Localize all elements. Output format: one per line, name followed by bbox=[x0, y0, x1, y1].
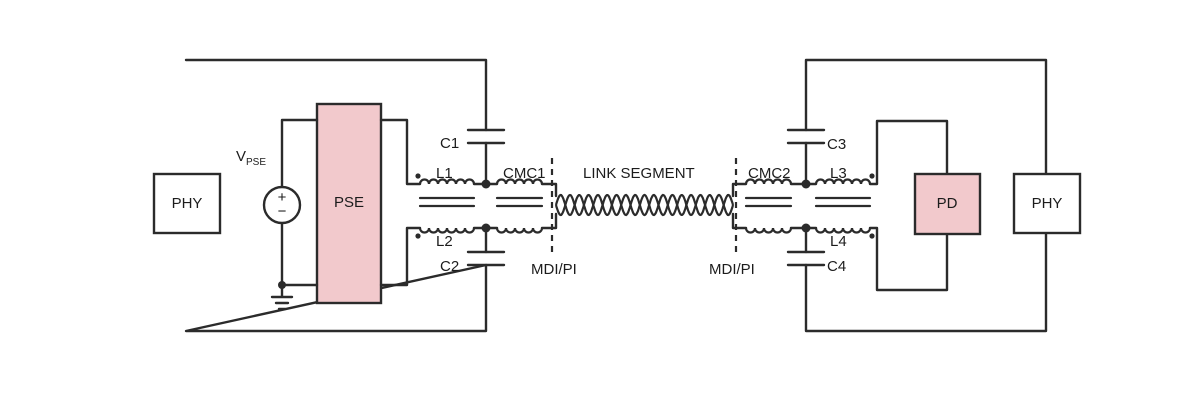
source-plus-sign: + bbox=[278, 189, 287, 206]
l2-coil-icon bbox=[418, 227, 476, 234]
l1-coil-icon bbox=[418, 178, 476, 185]
c1-capacitor-icon bbox=[466, 128, 506, 145]
c3-label: C3 bbox=[827, 136, 846, 153]
pd-label: PD bbox=[937, 195, 958, 212]
c4-label: C4 bbox=[827, 258, 846, 275]
c3-capacitor-icon bbox=[786, 128, 826, 145]
mdi-pi-right-label: MDI/PI bbox=[709, 261, 755, 278]
l2-dot bbox=[415, 233, 421, 239]
l3-label: L3 bbox=[830, 165, 847, 182]
l3-dot bbox=[869, 173, 875, 179]
cmc1-wires-out bbox=[540, 182, 558, 230]
source-minus-sign: − bbox=[278, 203, 287, 220]
cmc2-core-lines bbox=[744, 196, 793, 208]
vpse-label: VPSE bbox=[236, 148, 266, 168]
l-to-node-wires bbox=[472, 182, 488, 230]
left-enclosure-outline bbox=[184, 58, 488, 333]
l1-dot bbox=[415, 173, 421, 179]
pse-top-output-wire bbox=[379, 118, 422, 186]
phy-right-box bbox=[1012, 172, 1082, 235]
phy-left-box bbox=[152, 172, 222, 235]
ground-icon bbox=[270, 283, 294, 311]
l3-coil-icon bbox=[814, 178, 872, 185]
l4-coil-icon bbox=[814, 227, 872, 234]
l3-l4-core-lines bbox=[814, 196, 872, 208]
cmc2-wires-out bbox=[789, 182, 808, 230]
mdi-pi-left-label: MDI/PI bbox=[531, 261, 577, 278]
phy-left-label: PHY bbox=[172, 195, 203, 212]
cmc1-label: CMC1 bbox=[503, 165, 546, 182]
cmc1-core-lines bbox=[495, 196, 544, 208]
link-segment-label: LINK SEGMENT bbox=[583, 165, 695, 182]
l4-label: L4 bbox=[830, 233, 847, 250]
c4-capacitor-icon bbox=[786, 250, 826, 267]
l2-label: L2 bbox=[436, 233, 453, 250]
voltage-source-icon bbox=[262, 185, 302, 225]
c2-label: C2 bbox=[440, 258, 459, 275]
link-segment-cable bbox=[554, 193, 735, 217]
l1-l2-core-lines bbox=[418, 196, 476, 208]
c1-label: C1 bbox=[440, 135, 459, 152]
cmc2-label: CMC2 bbox=[748, 165, 791, 182]
l1-label: L1 bbox=[436, 165, 453, 182]
l4-dot bbox=[869, 233, 875, 239]
cmc2-wires-in bbox=[731, 182, 748, 230]
cable-strand-b bbox=[554, 193, 735, 217]
cable-strand-a bbox=[554, 193, 735, 217]
l3-l4-wires-in bbox=[804, 182, 818, 230]
l3-l4-wires-to-pd bbox=[868, 119, 949, 292]
pse-box bbox=[315, 102, 383, 305]
cmc1-bottom-coil-icon bbox=[495, 227, 544, 234]
cmc2-bottom-coil-icon bbox=[744, 227, 793, 234]
phy-right-label: PHY bbox=[1032, 195, 1063, 212]
cmc1-wires-in bbox=[484, 182, 499, 230]
pse-label: PSE bbox=[334, 194, 364, 211]
pse-bottom-output-wire bbox=[379, 226, 422, 287]
cmc1-top-coil-icon bbox=[495, 178, 544, 185]
cmc2-top-coil-icon bbox=[744, 178, 793, 185]
c2-capacitor-icon bbox=[466, 250, 506, 267]
pd-box bbox=[913, 172, 982, 236]
